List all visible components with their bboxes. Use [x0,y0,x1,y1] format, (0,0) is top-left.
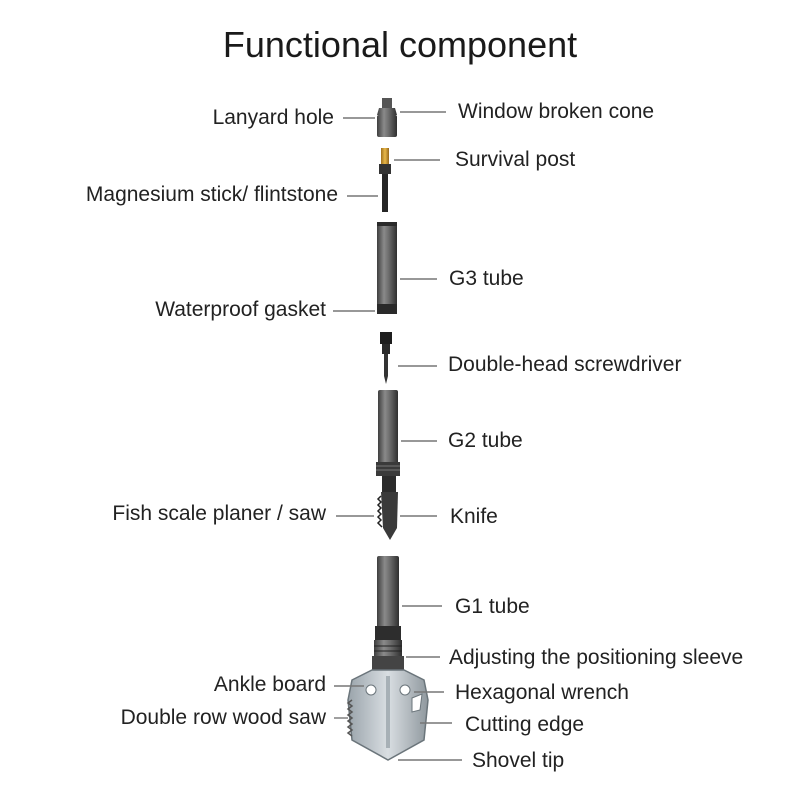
label-g1-tube: G1 tube [455,595,530,618]
label-ankle-board: Ankle board [213,673,326,696]
label-waterproof-gasket: Waterproof gasket [155,298,326,321]
label-g2-tube: G2 tube [448,429,523,452]
label-adjusting-sleeve: Adjusting the positioning sleeve [449,646,744,669]
label-survival-post: Survival post [455,148,576,171]
survival-post-part [379,148,391,212]
screwdriver-part [380,332,392,384]
label-window-broken-cone: Window broken cone [458,100,655,123]
shovel-head-part [346,669,429,761]
label-lanyard-hole: Lanyard hole [212,106,334,129]
label-hexagonal-wrench: Hexagonal wrench [455,681,629,704]
g2-tube-part [376,390,400,476]
label-shovel-tip: Shovel tip [472,749,565,772]
label-knife: Knife [450,505,498,528]
label-double-head-screwdriver: Double-head screwdriver [448,353,682,376]
g3-tube-part [377,222,397,314]
label-fish-scale-planer: Fish scale planer / saw [112,502,326,525]
label-magnesium-stick: Magnesium stick/ flintstone [85,183,338,206]
leader-lines [333,111,462,761]
label-double-row-wood-saw: Double row wood saw [120,706,326,729]
label-g3-tube: G3 tube [449,267,524,290]
diagram-title: Functional component [222,24,578,65]
knife-part [376,476,398,540]
g1-tube-part [372,556,404,670]
window-broken-cone-part [377,98,397,137]
label-cutting-edge: Cutting edge [465,713,585,736]
